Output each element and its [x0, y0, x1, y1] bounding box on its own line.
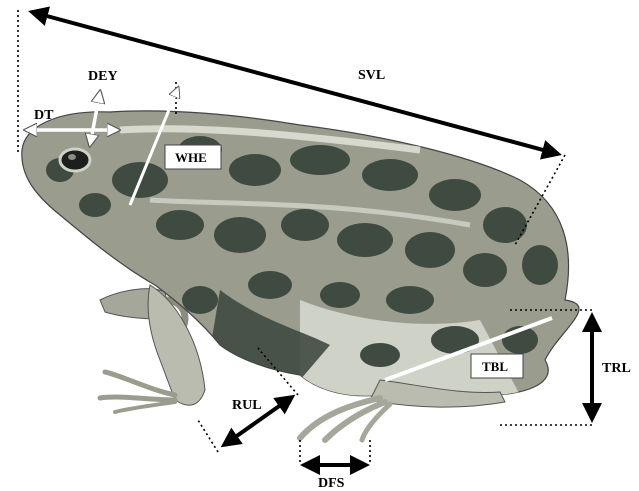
label-dfs: DFS — [318, 476, 345, 491]
label-svl: SVL — [358, 68, 385, 83]
eye — [60, 149, 90, 171]
label-whe: WHE — [175, 150, 207, 165]
toad-illustration — [22, 111, 579, 440]
label-rul: RUL — [232, 398, 262, 413]
label-dey: DEY — [88, 69, 118, 84]
label-dt: DT — [34, 108, 54, 123]
label-tbl: TBL — [482, 359, 508, 374]
label-trl: TRL — [602, 361, 631, 376]
